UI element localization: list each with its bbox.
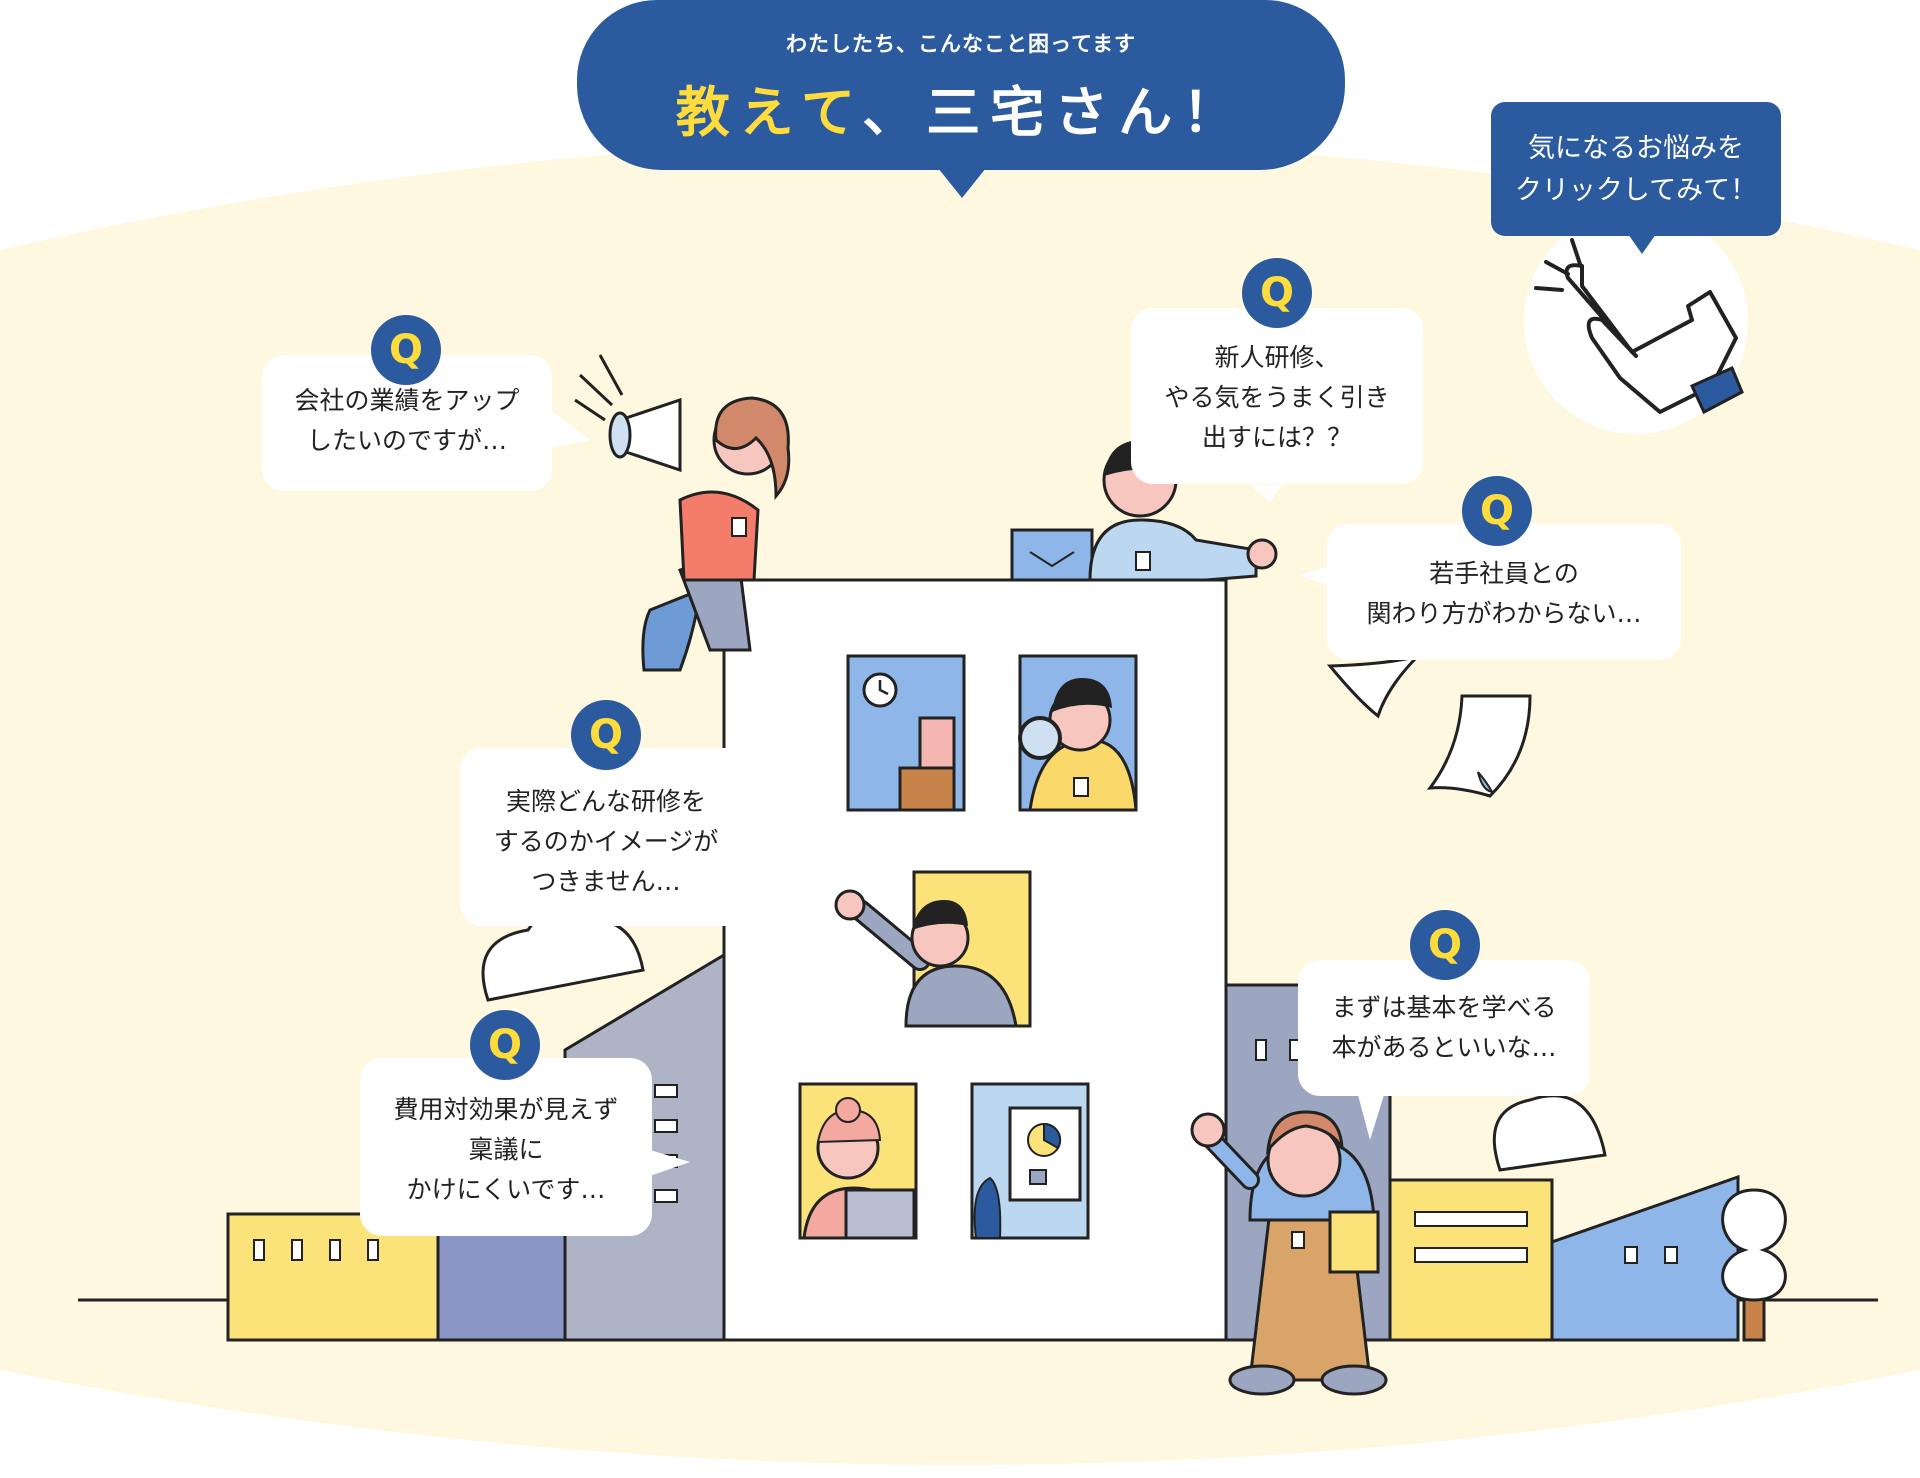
click-hint-line2: クリックしてみて！ [1514,175,1758,206]
title-banner-tail [938,168,986,198]
question-line: するのかイメージが [493,827,719,856]
click-hand-circle [1524,210,1748,434]
question-line: したいのですが… [306,426,507,455]
question-line: 費用対効果が見えず [393,1095,619,1124]
title-highlight: 教えて [675,81,863,144]
clipboard-person [1190,1110,1388,1396]
bubble-tail-3 [1300,566,1330,586]
window-clock-room [846,654,966,812]
q-badge-icon[interactable]: Q [1462,476,1532,546]
question-bubble-basic-book[interactable]: まずは基本を学べる 本があるといいな… [1298,960,1590,1096]
question-line: やる気をうまく引き [1164,383,1390,412]
window-waving-person [834,870,1032,1028]
question-line: かけにくいです… [406,1175,606,1204]
q-badge-icon[interactable]: Q [1410,910,1480,980]
question-line: 実際どんな研修を [505,787,706,816]
click-hint: 気になるお悩みを クリックしてみて！ [1491,102,1781,236]
click-hint-line1: 気になるお悩みを [1528,133,1744,164]
q-badge-icon[interactable]: Q [371,315,441,385]
bubble-tail-1 [550,410,590,448]
tree-top [1721,1188,1787,1302]
q-badge-icon[interactable]: Q [470,1010,540,1080]
question-line: 関わり方がわからない… [1366,599,1642,628]
title-rest: 、三宅さん！ [862,81,1247,144]
question-line: まずは基本を学べる [1331,993,1557,1022]
question-line: 出すには？？ [1201,423,1352,452]
bubble-tail-2 [1250,485,1282,502]
question-line: 本があるといいな… [1331,1033,1557,1062]
question-bubble-young-staff[interactable]: 若手社員との 関わり方がわからない… [1327,524,1681,660]
window-magnifier-person [1018,654,1138,812]
question-bubble-training-image[interactable]: 実際どんな研修を するのかイメージが つきません… [460,748,752,926]
building-blue-right [1550,1174,1740,1342]
question-line: 若手社員との [1429,559,1579,588]
question-bubble-new-hire-motivation[interactable]: 新人研修、 やる気をうまく引き 出すには？？ [1131,308,1423,484]
question-bubble-cost-effectiveness[interactable]: 費用対効果が見えず 稟議に かけにくいです… [360,1058,652,1236]
question-line: 稟議に [468,1135,544,1164]
bubble-tail-5 [650,1150,690,1176]
q-badge-icon[interactable]: Q [1242,258,1312,328]
window-chart-board [970,1082,1090,1240]
q-badge-icon[interactable]: Q [571,700,641,770]
bubble-tail-6 [1358,1095,1384,1140]
question-line: つきません… [531,867,681,896]
title-subtitle: わたしたち、こんなこと困ってます [786,32,1136,56]
falling-paper-2 [1426,694,1532,798]
falling-paper-1 [1326,652,1424,719]
megaphone-person [574,354,791,672]
question-line: 新人研修、 [1214,343,1340,372]
click-hint-tail [1628,234,1656,254]
title-banner: わたしたち、こんなこと困ってます 教えて、三宅さん！ [577,0,1345,170]
question-line: 会社の業績をアップ [294,386,520,415]
window-laptop-person [798,1082,918,1240]
cloud-right [1492,1094,1607,1172]
page-title: 教えて、三宅さん！ [577,68,1345,147]
